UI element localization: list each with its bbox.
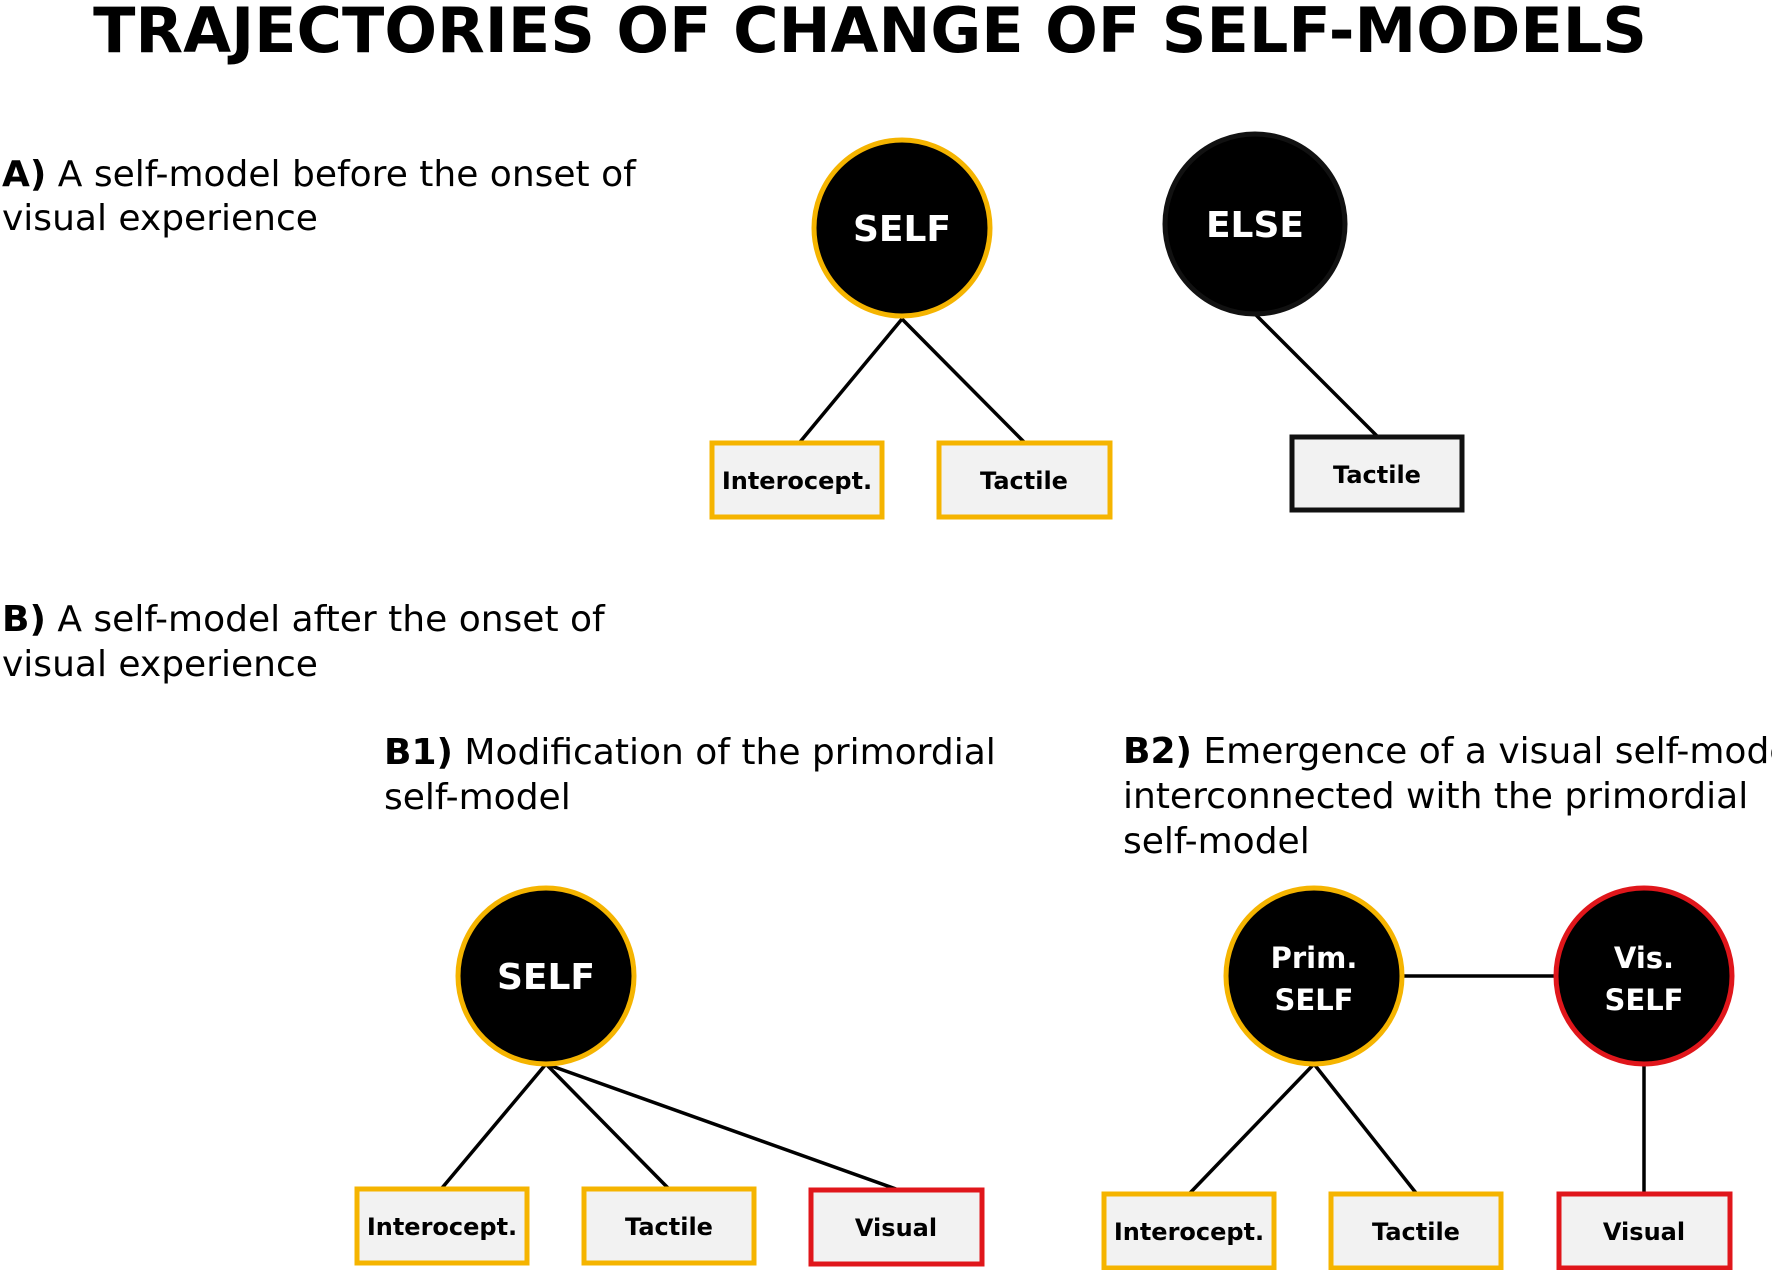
section-a-heading-line1: A) A self-model before the onset of — [2, 154, 637, 195]
node-a-self — [811, 137, 993, 319]
box-b1-visual-label: Visual — [855, 1214, 937, 1242]
section-a-heading-line2: visual experience — [2, 198, 318, 239]
box-a-else-tactile-label: Tactile — [1333, 461, 1421, 489]
box-b2-interocept — [1101, 1191, 1277, 1270]
section-b-text-line1: A self-model after the onset of — [46, 599, 606, 640]
edge-a-else-tactile — [1253, 312, 1379, 438]
box-b2-visual-label: Visual — [1603, 1218, 1685, 1246]
box-b1-tactile-label: Tactile — [625, 1213, 713, 1241]
box-b1-tactile — [581, 1186, 757, 1266]
box-b2-tactile-label: Tactile — [1372, 1218, 1460, 1246]
node-b2-vis-self-label-line2: SELF — [1605, 983, 1684, 1017]
node-b2-prim-self-label-line1: Prim. — [1271, 941, 1358, 975]
section-b2-heading-line2: interconnected with the primordial — [1123, 776, 1748, 817]
section-b1-tag: B1) — [384, 732, 453, 773]
box-b2-interocept-label: Interocept. — [1114, 1218, 1264, 1246]
node-b2-vis-self — [1553, 885, 1735, 1067]
node-b2-vis-self-label-line1: Vis. — [1614, 941, 1674, 975]
page-title: TRAJECTORIES OF CHANGE OF SELF-MODELS — [93, 0, 1647, 67]
node-b2-prim-self-label-line2: SELF — [1275, 983, 1354, 1017]
edge-a-self-interocept — [798, 317, 904, 444]
section-a-text-line1: A self-model before the onset of — [46, 154, 637, 195]
box-a-tactile-label: Tactile — [980, 467, 1068, 495]
section-b2-heading-line3: self-model — [1123, 821, 1310, 862]
node-b2-prim-self — [1223, 885, 1405, 1067]
edge-b1-self-tactile — [544, 1062, 670, 1190]
section-b2-tag: B2) — [1123, 731, 1192, 772]
box-a-interocept — [709, 440, 885, 520]
box-b2-tactile — [1328, 1191, 1504, 1270]
node-a-else-label: ELSE — [1206, 205, 1304, 246]
box-a-interocept-label: Interocept. — [722, 467, 872, 495]
section-b1-heading-line1: B1) Modification of the primordial — [384, 732, 996, 773]
edge-b1-self-visual — [545, 1062, 897, 1191]
box-b2-visual — [1556, 1191, 1733, 1270]
node-b1-self-label: SELF — [497, 957, 595, 998]
box-a-else-tactile — [1289, 434, 1465, 513]
box-b1-visual — [808, 1187, 985, 1267]
section-b2-text-line1: Emergence of a visual self-model, — [1192, 731, 1772, 772]
section-a-tag: A) — [2, 154, 46, 195]
edge-a-self-tactile — [900, 317, 1026, 444]
node-b1-self — [455, 885, 637, 1067]
section-b-heading-line2: visual experience — [2, 644, 318, 685]
section-b1-heading-line2: self-model — [384, 777, 571, 818]
section-b2-heading-line1: B2) Emergence of a visual self-model, — [1123, 731, 1772, 772]
node-a-else — [1162, 131, 1348, 317]
box-b1-interocept — [354, 1186, 530, 1266]
section-b-heading-line1: B) A self-model after the onset of — [2, 599, 606, 640]
node-a-self-label: SELF — [853, 209, 951, 250]
edge-b1-self-interocept — [440, 1062, 548, 1190]
box-b1-interocept-label: Interocept. — [367, 1213, 517, 1241]
box-a-tactile — [936, 440, 1113, 520]
edge-b2-prim-interocept — [1188, 1062, 1316, 1195]
section-b-tag: B) — [2, 599, 46, 640]
section-b1-text-line1: Modification of the primordial — [453, 732, 996, 773]
edge-b2-prim-tactile — [1312, 1062, 1418, 1195]
